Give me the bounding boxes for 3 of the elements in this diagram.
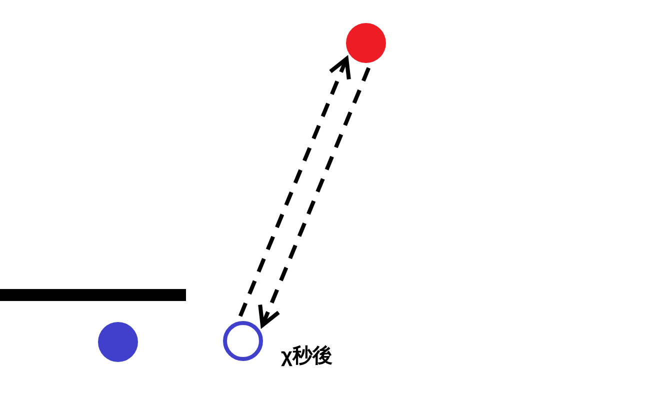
time-label: χ秒後 — [281, 346, 333, 366]
dashed-arrow — [238, 56, 351, 317]
dashed-arrow — [258, 67, 371, 328]
